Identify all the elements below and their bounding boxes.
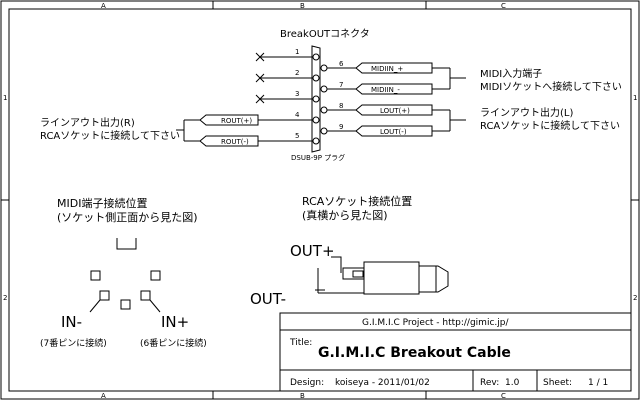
rca-section-subtitle: (真横から見た図) <box>302 208 388 222</box>
net-label-rout-plus: ROUT(+) <box>221 117 252 125</box>
net-label-rout-minus: ROUT(-) <box>221 138 249 146</box>
rca-socket-drawing <box>315 256 449 295</box>
pin-number-4: 4 <box>295 111 300 119</box>
rca-section-title: RCAソケット接続位置 <box>302 194 412 208</box>
midi-section-subtitle: (ソケット側正面から見た図) <box>57 211 198 224</box>
title-block-title: G.I.M.I.C Breakout Cable <box>318 345 511 361</box>
note-lout-line2: RCAソケットに接続して下さい <box>480 119 620 132</box>
title-block-sheet: 1 / 1 <box>588 378 608 388</box>
net-flags-right <box>355 62 433 137</box>
midi-socket-drawing <box>89 238 161 313</box>
zone-label-left-1: 1 <box>3 94 7 102</box>
pin-number-8: 8 <box>339 102 343 110</box>
pin-number-3: 3 <box>295 90 299 98</box>
dsub-left-pins <box>312 53 328 145</box>
zone-label-bottom-c: C <box>501 392 506 400</box>
left-bracket <box>176 119 200 142</box>
left-pin-wires <box>260 56 313 142</box>
zone-label-left-2: 2 <box>3 294 7 302</box>
rca-out-minus-label: OUT- <box>250 290 286 308</box>
pin-number-1: 1 <box>295 48 299 56</box>
net-label-lout-minus: LOUT(-) <box>380 128 407 136</box>
note-rout-line2: RCAソケットに接続して下さい <box>40 129 180 142</box>
zone-label-top-a: A <box>101 2 106 10</box>
net-label-midiin-plus: MIDIIN_+ <box>371 65 403 73</box>
pin-number-7: 7 <box>339 81 343 89</box>
pin-number-6: 6 <box>339 60 344 68</box>
net-label-lout-plus: LOUT(+) <box>380 107 410 115</box>
connector-title: BreakOUTコネクタ <box>280 28 370 40</box>
net-label-midiin-minus: MIDIIN_- <box>371 86 400 94</box>
midi-in-plus-label: IN+ <box>161 313 189 331</box>
connector-part: DSUB-9P プラグ <box>291 153 345 162</box>
no-connect-marks <box>255 52 265 104</box>
note-midi-line1: MIDI入力端子 <box>480 67 542 80</box>
title-block-project: G.I.M.I.C Project - http://gimic.jp/ <box>362 318 509 328</box>
title-block-title-label: Title: <box>289 338 312 348</box>
zone-label-top-c: C <box>501 2 506 10</box>
title-block-design: koiseya - 2011/01/02 <box>335 378 430 388</box>
title-block-sheet-label: Sheet: <box>543 378 572 388</box>
zone-label-bottom-b: B <box>300 392 305 400</box>
zone-label-top-b: B <box>300 2 305 10</box>
title-block <box>279 312 632 392</box>
right-brackets <box>432 67 466 132</box>
pin-number-9: 9 <box>339 123 343 131</box>
zone-label-right-2: 2 <box>633 294 637 302</box>
pin-number-2: 2 <box>295 69 299 77</box>
midi-in-plus-note: (6番ピンに接続) <box>140 337 207 349</box>
note-rout-line1: ラインアウト出力(R) <box>40 116 135 129</box>
right-pin-wires <box>327 67 356 132</box>
midi-in-minus-label: IN- <box>61 313 82 331</box>
note-midi-line2: MIDIソケットへ接続して下さい <box>480 80 622 93</box>
title-block-rev-label: Rev: <box>480 378 499 388</box>
zone-label-bottom-a: A <box>101 392 106 400</box>
pin-number-5: 5 <box>295 132 299 140</box>
dsub-body <box>311 45 321 153</box>
zone-label-right-1: 1 <box>633 94 637 102</box>
rca-out-plus-label: OUT+ <box>290 242 335 260</box>
midi-in-minus-note: (7番ピンに接続) <box>40 337 107 349</box>
note-lout-line1: ラインアウト出力(L) <box>480 106 573 119</box>
title-block-design-label: Design: <box>290 378 324 388</box>
midi-section-title: MIDI端子接続位置 <box>57 196 147 210</box>
title-block-rev: 1.0 <box>505 378 520 388</box>
